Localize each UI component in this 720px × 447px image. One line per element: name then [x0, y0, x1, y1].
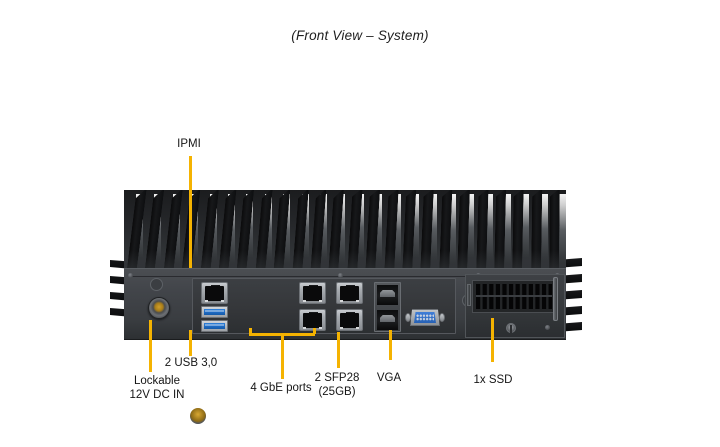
gbe-lan-port-3[interactable]: [299, 309, 326, 331]
faceplate-vent-hole: [150, 278, 163, 291]
dc-power-input-jack[interactable]: [148, 297, 206, 424]
heatsink-fin-gap: [356, 194, 364, 258]
heatsink-fin-gap: [504, 194, 511, 264]
rj45-mouth: [340, 286, 359, 301]
side-fin-tip: [556, 322, 582, 332]
side-fin-tip: [556, 274, 582, 284]
gbe-leader-bracket-end-right: [313, 328, 316, 334]
panel-screw: [545, 325, 550, 330]
vga-port[interactable]: [405, 309, 445, 326]
callout-label-sfp-line1: 2 SFP28: [314, 372, 360, 384]
gbe-lan-port-1[interactable]: [299, 282, 326, 304]
rj45-mouth: [303, 286, 322, 301]
rj45-led: [221, 300, 224, 302]
heatsink-fin-gap: [540, 194, 548, 261]
rj45-led: [303, 327, 306, 329]
vga-thumbscrew-right: [439, 313, 445, 322]
usb3-port-bottom[interactable]: [201, 320, 228, 332]
rj45-mouth: [205, 286, 224, 301]
callout-label-usb: 2 USB 3,0: [164, 357, 218, 369]
heatsink-fin-gap: [448, 194, 456, 264]
sfp28-slot-top[interactable]: [377, 285, 398, 305]
heatsink-fin-gap: [393, 194, 401, 264]
side-fin-tip: [110, 276, 132, 285]
usb-leader-line: [189, 330, 192, 356]
heatsink-fin-gap: [338, 194, 346, 264]
dc-in-leader-line: [149, 320, 152, 372]
side-fin-tip: [556, 290, 582, 300]
rj45-mouth: [303, 313, 322, 328]
ssd-tray-latch[interactable]: [553, 277, 558, 321]
ipmi-leader-line: [189, 156, 192, 268]
vga-leader-line: [389, 330, 392, 360]
ssd-tray-handle[interactable]: [467, 284, 471, 306]
rj45-led: [340, 300, 343, 302]
gbe-lan-port-4[interactable]: [336, 309, 363, 331]
rj45-led: [356, 327, 359, 329]
sfp-leader-line: [337, 332, 340, 368]
dc-jack-lock-nut: [190, 408, 206, 424]
rj45-led: [319, 300, 322, 302]
vga-thumbscrew-left: [405, 313, 411, 322]
sfp28-slot-bottom[interactable]: [377, 310, 398, 330]
ssd-vent-slots: [476, 284, 552, 309]
rj45-led: [303, 300, 306, 302]
side-fin-tip: [556, 306, 582, 316]
callout-label-dc-in-line1: Lockable: [133, 375, 181, 387]
io-port-tray: [192, 278, 456, 334]
system-chassis: [110, 190, 582, 424]
callout-label-ssd: 1x SSD: [473, 374, 513, 386]
side-fin-tip: [110, 308, 132, 317]
callout-label-vga: VGA: [376, 372, 402, 384]
usb3-port-top[interactable]: [201, 306, 228, 318]
panel-screw: [338, 273, 343, 278]
sfp28-cage[interactable]: [374, 282, 401, 332]
heatsink-fin-gap: [412, 194, 419, 258]
gbe-leader-line: [281, 333, 284, 379]
rj45-led: [205, 300, 208, 302]
heatsink-fin-gap: [522, 194, 530, 258]
usb3-slot: [204, 309, 225, 315]
vga-pins: [416, 314, 434, 321]
side-fin-tip: [556, 258, 582, 268]
heatsink-fin-gap: [467, 194, 475, 258]
heatsink-fin-gap: [559, 194, 566, 264]
callout-label-gbe: 4 GbE ports: [250, 382, 312, 394]
rj45-led: [356, 300, 359, 302]
side-fin-tip: [110, 292, 132, 301]
heatsink-fin-gap: [485, 194, 493, 261]
callout-label-ipmi: IPMI: [177, 138, 201, 150]
rj45-led: [319, 327, 322, 329]
gbe-leader-bracket-end-left: [249, 328, 252, 334]
side-fin-tip: [110, 260, 132, 269]
figure-title: (Front View – System): [291, 28, 429, 43]
callout-label-sfp-line2: (25GB): [318, 386, 356, 398]
gbe-lan-port-2[interactable]: [336, 282, 363, 304]
heatsink-fin-gap: [430, 194, 438, 261]
ipmi-lan-port[interactable]: [201, 282, 228, 304]
panel-screw: [128, 273, 133, 278]
ssd-vent-plate: [472, 280, 554, 313]
chassis-thumbscrew[interactable]: [506, 323, 516, 333]
ssd-drive-bay[interactable]: [465, 274, 565, 338]
rj45-mouth: [340, 313, 359, 328]
heatsink-fin-gap: [375, 194, 383, 261]
callout-label-dc-in-line2: 12V DC IN: [129, 389, 185, 401]
usb3-slot: [204, 323, 225, 329]
ssd-leader-line: [491, 318, 494, 362]
rj45-led: [340, 327, 343, 329]
